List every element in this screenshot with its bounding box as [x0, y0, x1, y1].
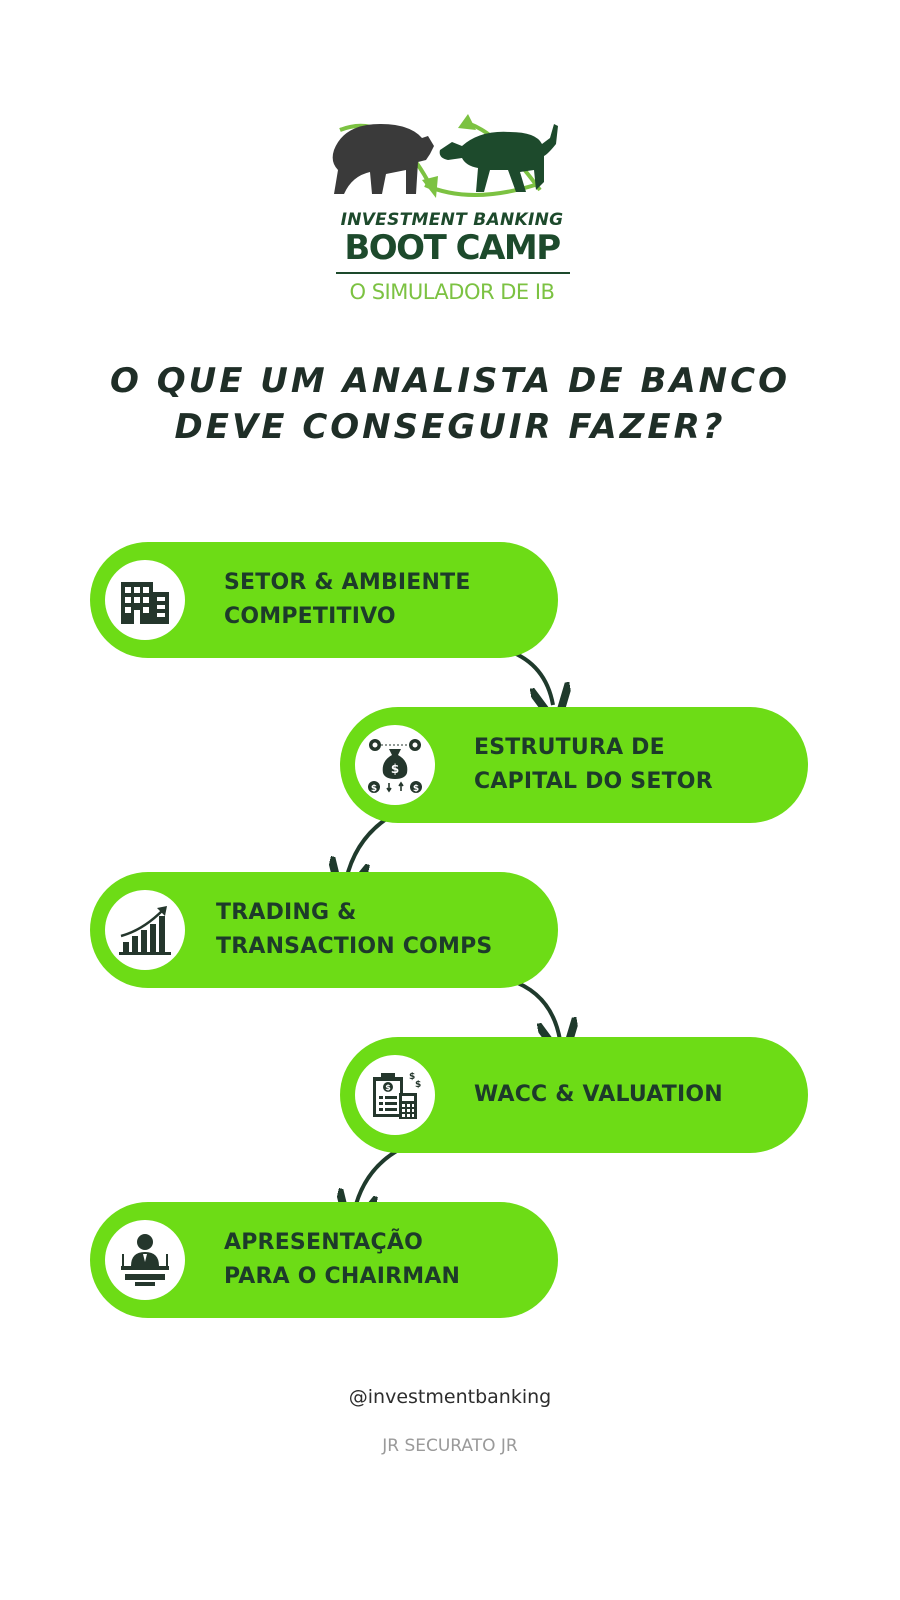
- step-3-pill: TRADING & TRANSACTION COMPS: [90, 872, 558, 988]
- svg-text:$: $: [391, 762, 399, 776]
- step-2-icon-circle: $ $ $: [355, 725, 435, 805]
- svg-text:$: $: [409, 1072, 415, 1082]
- svg-text:$: $: [415, 1080, 421, 1090]
- page-title-line2: DEVE CONSEGUIR FAZER?: [174, 407, 726, 447]
- step-2-label: ESTRUTURA DE CAPITAL DO SETOR: [474, 735, 713, 794]
- step-3-label: TRADING & TRANSACTION COMPS: [216, 900, 493, 959]
- step-2-pill: $ $ $ ESTRUTURA DE CAPITAL DO SETOR: [340, 707, 808, 823]
- step-4-label: WACC & VALUATION: [474, 1082, 723, 1107]
- step-1-label: SETOR & AMBIENTE COMPETITIVO: [224, 570, 471, 629]
- clipboard-calculator-icon: $ $ $: [373, 1072, 421, 1119]
- brand-name-top: INVESTMENT BANKING: [340, 210, 564, 230]
- arrow-2-3: [346, 812, 396, 880]
- step-5-pill: APRESENTAÇÃO PARA O CHAIRMAN: [90, 1202, 558, 1318]
- brand-name-main: BOOT CAMP: [344, 228, 561, 268]
- bull-bear-logo: [332, 114, 558, 198]
- money-bag-gears-icon: $ $ $: [368, 739, 422, 794]
- page-title: O QUE UM ANALISTA DE BANCO DEVE CONSEGUI…: [60, 358, 840, 450]
- step-1-pill: SETOR & AMBIENTE COMPETITIVO: [90, 542, 558, 658]
- step-4-pill: $ $ $ WACC & VALUATION: [340, 1037, 808, 1153]
- svg-text:$: $: [371, 784, 377, 794]
- svg-text:$: $: [413, 784, 419, 794]
- brand-divider: [336, 272, 570, 274]
- page-title-line1: O QUE UM ANALISTA DE BANCO: [109, 361, 790, 401]
- brand-tagline: O SIMULADOR DE IB: [349, 280, 555, 304]
- arrow-3-4: [509, 978, 560, 1040]
- step-3-icon-circle: [105, 890, 185, 970]
- svg-text:$: $: [385, 1083, 391, 1092]
- social-handle: @investmentbanking: [348, 1386, 552, 1408]
- step-4-icon-circle: $ $ $: [355, 1055, 435, 1135]
- step-5-icon-circle: [105, 1220, 185, 1300]
- author-name: JR SECURATO JR: [382, 1436, 518, 1456]
- step-5-label: APRESENTAÇÃO PARA O CHAIRMAN: [224, 1230, 461, 1289]
- bar-chart-growth-icon: [119, 906, 171, 955]
- step-1-icon-circle: [105, 560, 185, 640]
- presenter-icon: [121, 1234, 169, 1286]
- building-icon: [121, 582, 169, 624]
